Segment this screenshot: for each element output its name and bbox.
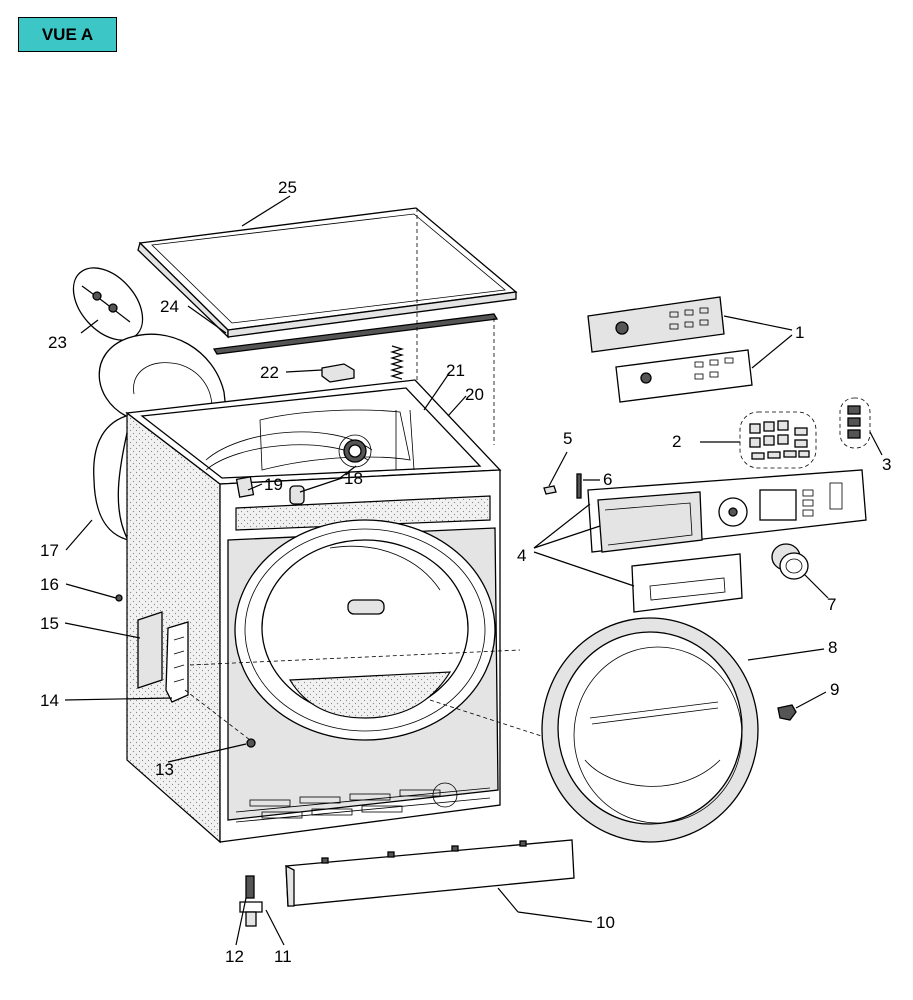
- side-keypad-part: [839, 397, 871, 449]
- callout-3: 3: [882, 455, 891, 474]
- bracket-part: [235, 476, 305, 505]
- callout-23: 23: [48, 333, 67, 352]
- control-panel-part: [587, 469, 867, 553]
- callout-22: 22: [260, 363, 279, 382]
- drawer-handle-part: [631, 553, 743, 613]
- door-latch-part: [777, 704, 797, 721]
- callout-17: 17: [40, 541, 59, 560]
- callout-9: 9: [830, 680, 839, 699]
- knob-part: [771, 543, 809, 580]
- callout-11: 11: [274, 947, 292, 966]
- spring-part: [389, 345, 405, 380]
- keypad-part: [739, 411, 817, 469]
- kickplate-part: [285, 839, 575, 907]
- callout-21: 21: [446, 361, 465, 380]
- callout-18: 18: [344, 469, 363, 488]
- callout-13: 13: [155, 760, 174, 779]
- pin-part: [576, 473, 582, 499]
- callout-6: 6: [603, 470, 612, 489]
- latch-part: [543, 485, 557, 495]
- callout-labels: 1 2 3 4 5 6 7 8 9 10 11 12 13 14 15 16 1…: [40, 178, 891, 966]
- bolt-part: [246, 738, 256, 748]
- callout-24: 24: [160, 297, 179, 316]
- callout-20: 20: [465, 385, 484, 404]
- screw-part: [115, 594, 123, 602]
- bearing-ring-part: [338, 434, 372, 468]
- view-tag: VUE A: [18, 17, 117, 52]
- callout-2: 2: [672, 432, 681, 451]
- callout-19: 19: [264, 475, 283, 494]
- clip-part: [321, 363, 355, 383]
- callout-25: 25: [278, 178, 297, 197]
- callout-1: 1: [795, 323, 804, 342]
- callout-10: 10: [596, 913, 615, 932]
- control-board-part: [587, 296, 753, 403]
- cable-assembly-part: [72, 267, 144, 341]
- callout-7: 7: [827, 595, 836, 614]
- assembly-guides: [184, 208, 561, 743]
- drum-opening-part: [234, 519, 496, 741]
- callout-14: 14: [40, 691, 59, 710]
- callout-15: 15: [40, 614, 59, 633]
- leader-lines: [64, 195, 883, 946]
- door-seal-part: [93, 333, 227, 542]
- top-rail-part: [212, 313, 499, 355]
- top-cover-part: [137, 207, 518, 339]
- callout-4: 4: [517, 546, 526, 565]
- callout-16: 16: [40, 575, 59, 594]
- callout-5: 5: [563, 429, 572, 448]
- callout-12: 12: [225, 947, 244, 966]
- hinge-part: [137, 611, 189, 703]
- door-part: [541, 617, 759, 843]
- callout-8: 8: [828, 638, 837, 657]
- foot-part: [239, 875, 263, 927]
